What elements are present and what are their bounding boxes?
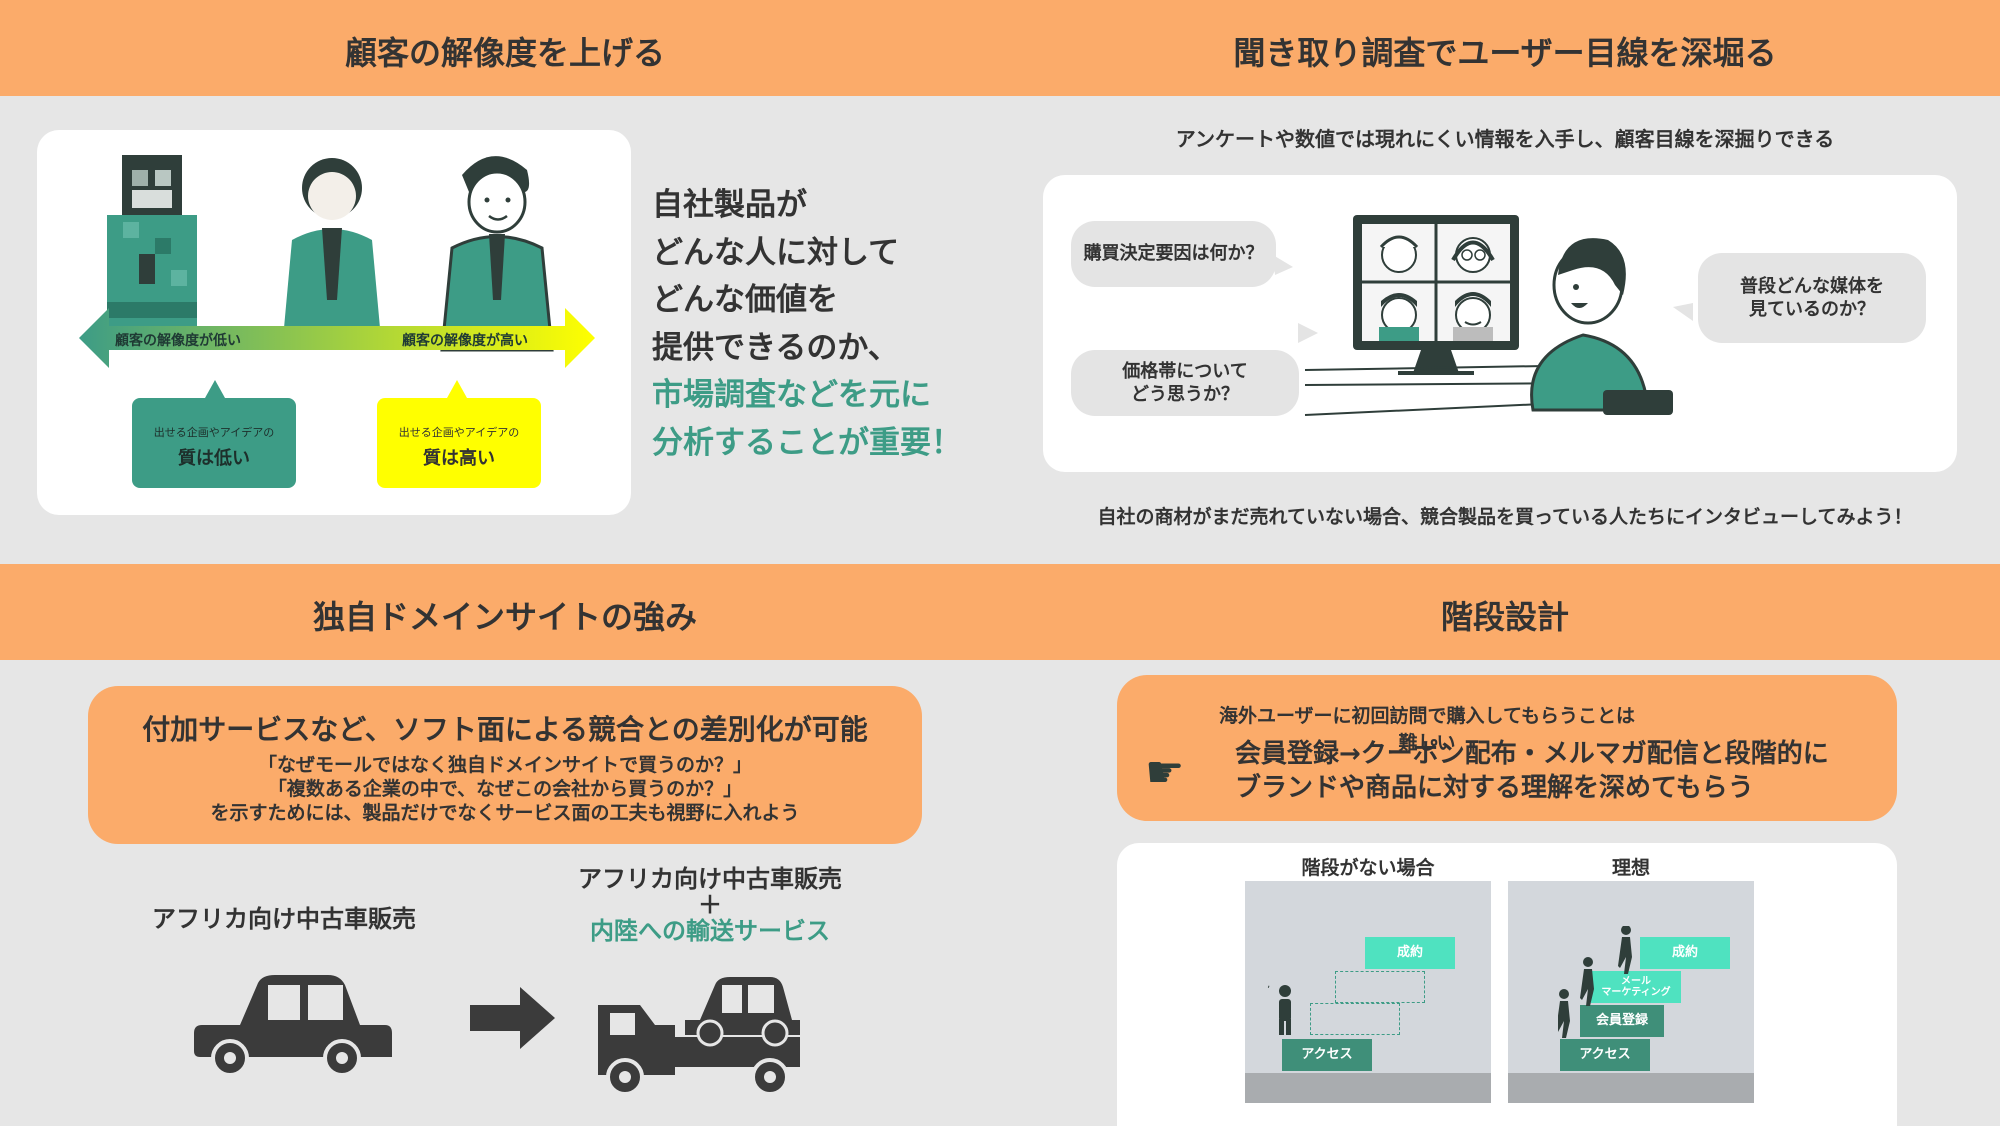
step-access: アクセス (1282, 1039, 1372, 1071)
resolution-explanation: 自社製品が どんな人に対して どんな価値を 提供できるのか、 市場調査などを元に… (652, 182, 962, 467)
step-member-registration: 会員登録 (1580, 1005, 1664, 1037)
bubble-line: 価格帯について (1122, 360, 1248, 382)
section-title-staircase: 階段設計 (1440, 598, 1569, 636)
differentiation-line: 「なぜモールではなく独自ドメインサイトで買うのか？」 (257, 754, 752, 776)
blurred-person-icon (282, 158, 382, 350)
interview-question-bubble: 価格帯について どう思うか？ (1071, 350, 1299, 416)
differentiation-heading: 付加サービスなど、ソフト面による競合との差別化が可能 (142, 713, 868, 746)
header-band-bottom (0, 564, 2000, 660)
differentiation-line: を示すためには、製品だけでなくサービス面の工夫も視野に入れよう (210, 801, 800, 824)
interviewer-icon (1530, 238, 1673, 415)
staircase-message-small: 海外ユーザーに初回訪問で購入してもらうことは難しい (1218, 705, 1636, 754)
resolution-illustration (79, 155, 595, 398)
monitor-icon (1353, 215, 1519, 375)
staircase-message-line: 会員登録→クーポン配布・メルマガ配信と段階的に (1235, 739, 1829, 769)
diagram-left-title: 階段がない場合 (1301, 857, 1435, 879)
plus-sign: ＋ (698, 891, 722, 919)
resolution-gradient-arrow (79, 308, 595, 368)
pointing-hand-icon: ☛ (1145, 747, 1185, 798)
interview-subtitle: アンケートや数値では現れにくい情報を入手し、顧客目線を深掘りできる (1175, 127, 1835, 151)
quality-low-box: 出せる企画やアイデアの 質は低い (132, 398, 296, 488)
video-call-illustration (1273, 215, 1693, 416)
svg-text:ʼ: ʼ (1267, 985, 1270, 996)
explanation-line: 自社製品が (652, 187, 807, 223)
resolution-illustration-card: 顧客の解像度が低い 顧客の解像度が高い 出せる企画やアイデアの 質は低い 出せる… (37, 130, 631, 515)
interview-question-bubble: 購買決定要因は何か？ (1071, 221, 1276, 287)
quality-high-box: 出せる企画やアイデアの 質は高い (377, 398, 541, 488)
diagram-right-title: 理想 (1611, 857, 1650, 879)
quality-low-caption: 出せる企画やアイデアの (153, 426, 275, 439)
arrow-label-low-resolution: 顧客の解像度が低い (115, 333, 241, 349)
interview-question-bubble: 普段どんな媒体を 見ているのか？ (1698, 253, 1926, 343)
staircase-diagram-card: 階段がない場合 理想 成約 アクセス ʼ 成約 メール マーケティング 会員登録… (1117, 843, 1897, 1126)
quality-high-caption: 出せる企画やアイデアの (398, 426, 520, 439)
climbing-people-icon (1558, 926, 1632, 1038)
example-after-base: アフリカ向け中古車販売 (578, 865, 842, 893)
pixelated-person-icon (107, 155, 197, 350)
interview-illustration-card: 購買決定要因は何か？ 価格帯について どう思うか？ 普段どんな媒体を 見ているの… (1043, 175, 1957, 472)
example-before-label: アフリカ向け中古車販売 (152, 905, 416, 933)
staircase-message-box: ☛ 海外ユーザーに初回訪問で購入してもらうことは難しい 会員登録→クーポン配布・… (1117, 675, 1897, 821)
diagram-panel-no-stairs: 成約 アクセス ʼ (1245, 881, 1491, 1103)
differentiation-box: 付加サービスなど、ソフト面による競合との差別化が可能 「なぜモールではなく独自ド… (88, 686, 922, 844)
explanation-highlight-line: 市場調査などを元に (652, 377, 931, 413)
clear-person-icon (440, 156, 554, 352)
bubble-line: 普段どんな媒体を (1740, 275, 1884, 297)
step-deal: 成約 (1640, 937, 1730, 969)
section-title-interview: 聞き取り調査でユーザー目線を深堀る (1233, 34, 1777, 72)
header-band-top (0, 0, 2000, 96)
explanation-highlight-line: 分析することが重要！ (652, 424, 962, 461)
differentiation-line: 「複数ある企業の中で、なぜこの会社から買うのか？」 (267, 777, 743, 800)
step-access: アクセス (1560, 1039, 1650, 1071)
explanation-line: どんな人に対して (652, 234, 900, 271)
example-after-label: アフリカ向け中古車販売 ＋ 内陸への輸送サービス (540, 866, 880, 944)
interview-footer-note: 自社の商材がまだ売れていない場合、競合製品を買っている人たちにインタビューしてみ… (1097, 506, 1913, 528)
explanation-line: 提供できるのか、 (652, 329, 899, 366)
step-mail-marketing: メール マーケティング (1591, 971, 1681, 1003)
car-icon (194, 975, 392, 1077)
stuck-person-icon: ʼ (1267, 985, 1291, 1035)
quality-low-value: 質は低い (178, 448, 250, 469)
tow-truck-icon (598, 977, 800, 1096)
example-after-service: 内陸への輸送サービス (590, 917, 830, 945)
right-arrow-icon (470, 987, 555, 1049)
diagram-panel-ideal: 成約 メール マーケティング 会員登録 アクセス (1508, 881, 1754, 1103)
bubble-line: 見ているのか？ (1749, 299, 1875, 320)
staircase-message-line: ブランドや商品に対する理解を深めてもらう (1235, 773, 1754, 803)
section-title-customer-resolution: 顧客の解像度を上げる (344, 34, 665, 72)
bubble-line: どう思うか？ (1131, 384, 1239, 405)
explanation-line: どんな価値を (652, 282, 838, 318)
step-deal: 成約 (1365, 937, 1455, 969)
arrow-label-high-resolution: 顧客の解像度が高い (402, 333, 528, 349)
car-transport-illustration (194, 975, 800, 1096)
section-title-own-domain: 独自ドメインサイトの強み (312, 598, 697, 636)
quality-high-value: 質は高い (423, 448, 495, 469)
